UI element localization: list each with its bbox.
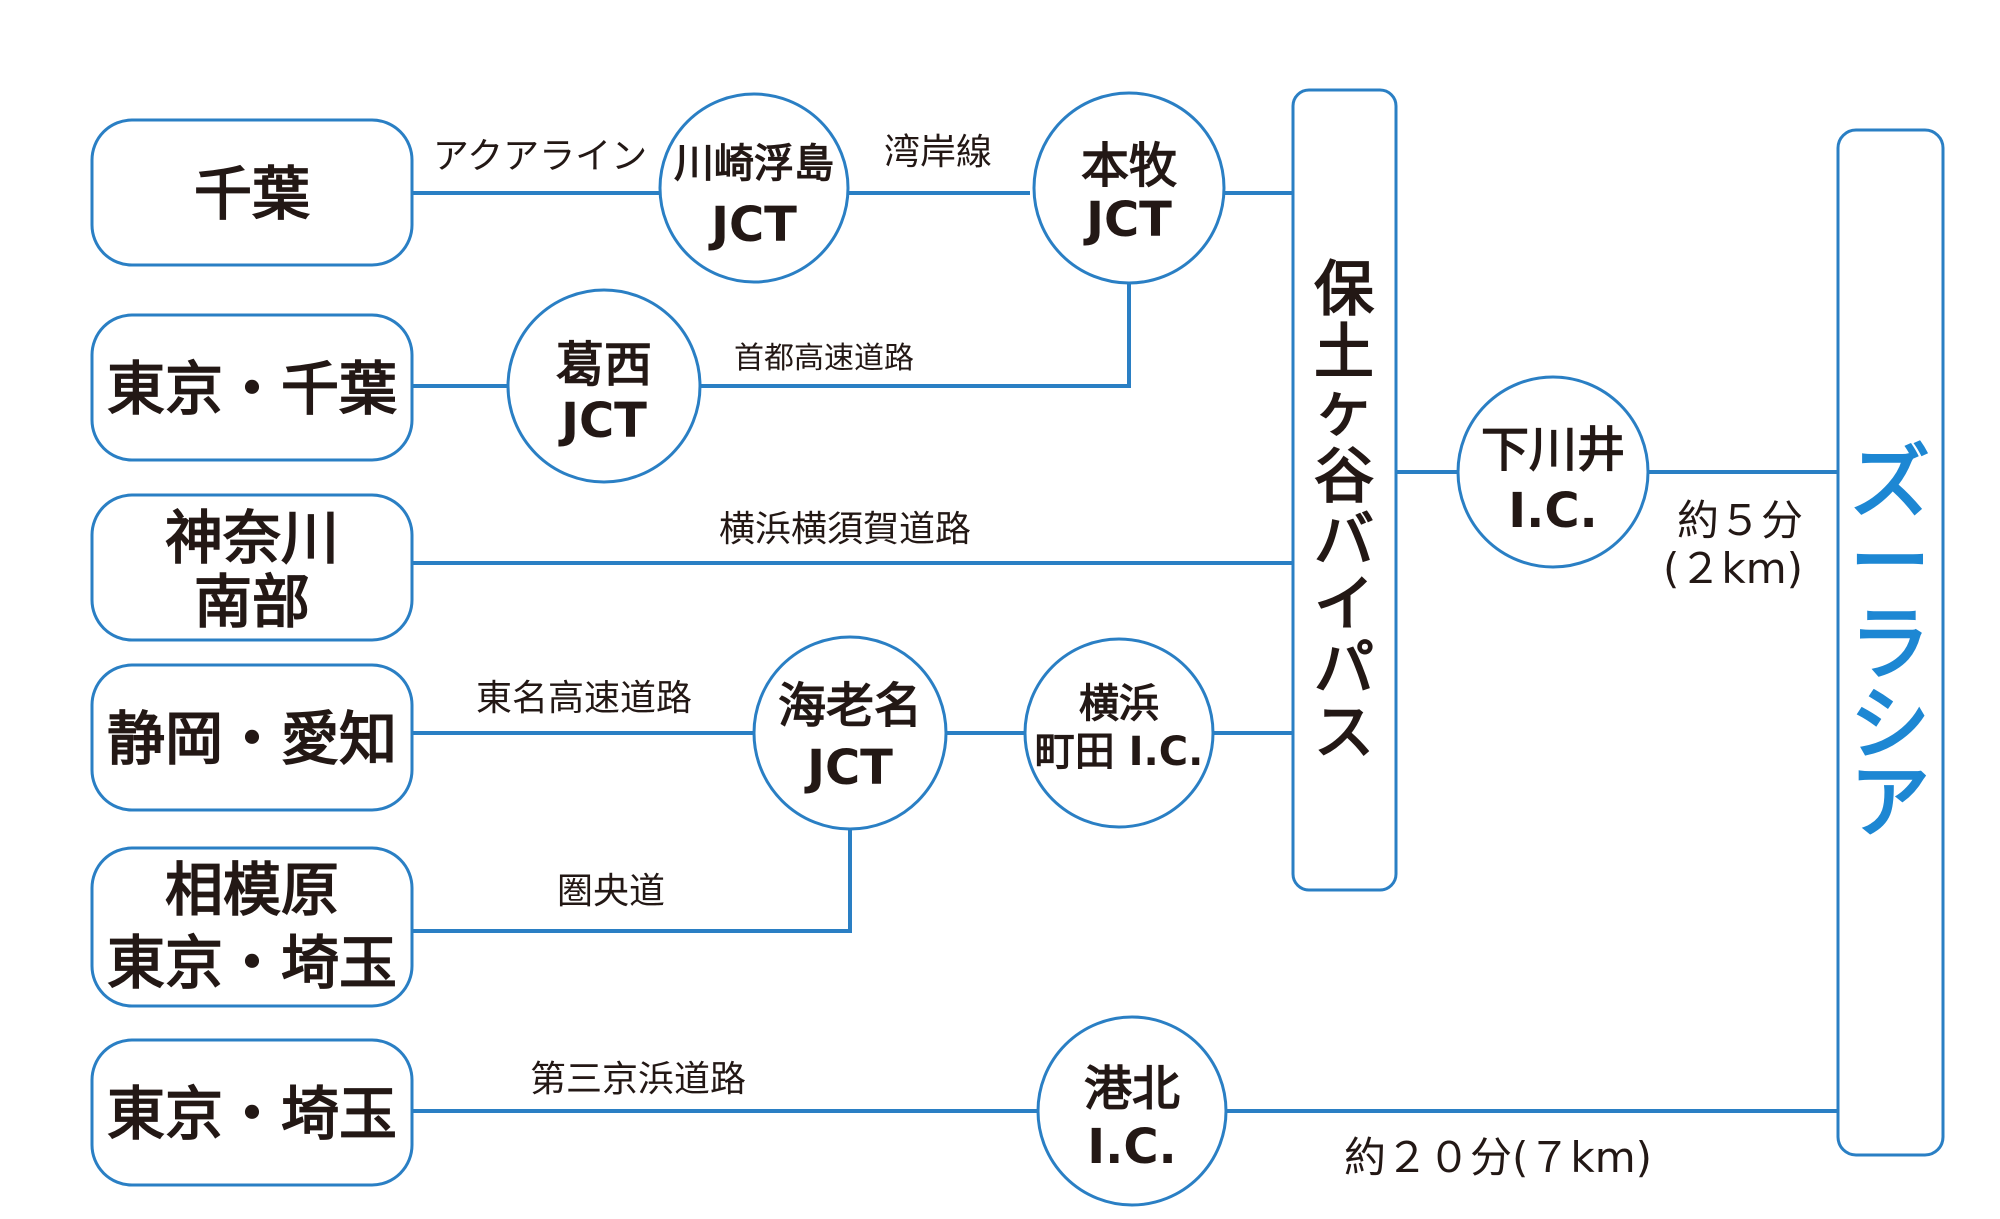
node-kohoku-label-2: I.C. [1087, 1119, 1177, 1175]
hub-hodogaya-bypass: 保 土 ヶ 谷 バ イ パ ス [1291, 88, 1398, 892]
origin-kanagawa-nanbu: 神奈川 南部 [90, 493, 414, 642]
origin-sagamihara: 相模原 東京・埼玉 [90, 846, 414, 1008]
origin-chiba: 千葉 [90, 118, 414, 267]
origin-sagamihara-label-2: 東京・埼玉 [107, 929, 397, 997]
origin-shizuoka-aichi: 静岡・愛知 [90, 663, 414, 812]
time-shimokawai-line-2: (２km) [1663, 544, 1803, 593]
origin-chiba-label: 千葉 [194, 160, 311, 228]
destination-char: ー [1850, 516, 1930, 609]
destination-char: シ [1850, 678, 1930, 771]
road-label-wangan: 湾岸線 [884, 132, 992, 173]
road-label-tomei: 東名高速道路 [476, 678, 692, 719]
road-label-daisan-keihin: 第三京浜道路 [530, 1059, 746, 1100]
node-kasai-label-2: JCT [558, 393, 647, 449]
node-ebina-label-2: JCT [804, 740, 893, 796]
road-label-yokohama-yokosuka: 横浜横須賀道路 [719, 509, 971, 550]
origin-tokyo-saitama: 東京・埼玉 [90, 1038, 414, 1187]
hub-char: イ [1314, 570, 1374, 640]
origin-tokyo-chiba-label: 東京・千葉 [107, 355, 398, 423]
node-shimokawai-label-2: I.C. [1508, 483, 1598, 539]
node-shimokawai-label-1: 下川井 [1481, 422, 1625, 478]
node-honmoku-label-1: 本牧 [1081, 138, 1178, 194]
hub-char: パ [1314, 634, 1374, 704]
node-kohoku-ic: 港北 I.C. [1036, 1015, 1228, 1207]
node-kasai-label-1: 葛西 [556, 337, 652, 393]
origin-kanagawa-label-2: 南部 [194, 568, 310, 636]
road-label-aqualine: アクアライン [433, 136, 647, 177]
node-ebina-jct: 海老名 JCT [752, 635, 948, 831]
route-lines [412, 191, 1838, 1113]
road-label-shuto: 首都高速道路 [734, 341, 914, 376]
node-kawasaki-ukishima-jct: 川崎浮島 JCT [658, 92, 850, 284]
node-shimokawai-ic: 下川井 I.C. [1456, 375, 1650, 569]
origin-tokyo-chiba: 東京・千葉 [90, 313, 414, 462]
node-kohoku-label-1: 港北 [1084, 1061, 1180, 1117]
destination-zoorasia: ズ ー ラ シ ア [1836, 128, 1945, 1157]
origin-shizuoka-aichi-label: 静岡・愛知 [107, 705, 397, 773]
node-honmoku-label-2: JCT [1083, 192, 1172, 248]
hub-char: ス [1314, 698, 1374, 768]
destination-char: ズ [1850, 436, 1930, 529]
line-shuto [700, 283, 1131, 388]
node-kawasaki-label-2: JCT [708, 197, 797, 253]
hub-char: 谷 [1314, 442, 1374, 512]
origin-sagamihara-label-1: 相模原 [165, 856, 339, 924]
node-ebina-label-1: 海老名 [778, 678, 922, 734]
origin-kanagawa-label-1: 神奈川 [165, 504, 339, 572]
hub-char: 保 [1314, 255, 1375, 325]
destination-char: ア [1850, 756, 1930, 849]
origin-tokyo-saitama-label: 東京・埼玉 [107, 1080, 397, 1148]
hub-char: 土 [1314, 318, 1374, 388]
time-shimokawai-line-1: 約５分 [1677, 496, 1803, 545]
node-kasai-jct: 葛西 JCT [506, 288, 702, 484]
node-kawasaki-label-1: 川崎浮島 [674, 141, 834, 187]
hub-char: バ [1314, 506, 1374, 576]
node-yokohama-machida-ic: 横浜 町田 I.C. [1023, 637, 1215, 829]
line-kenodo [412, 829, 852, 933]
time-kohoku: 約２０分(７km) [1344, 1133, 1652, 1182]
node-machida-label-1: 横浜 [1079, 681, 1159, 727]
node-machida-label-2: 町田 I.C. [1035, 729, 1204, 775]
destination-char: ラ [1850, 598, 1930, 691]
node-honmoku-jct: 本牧 JCT [1032, 91, 1226, 285]
hub-char: ヶ [1314, 375, 1374, 445]
road-label-kenodo: 圏央道 [557, 871, 665, 912]
